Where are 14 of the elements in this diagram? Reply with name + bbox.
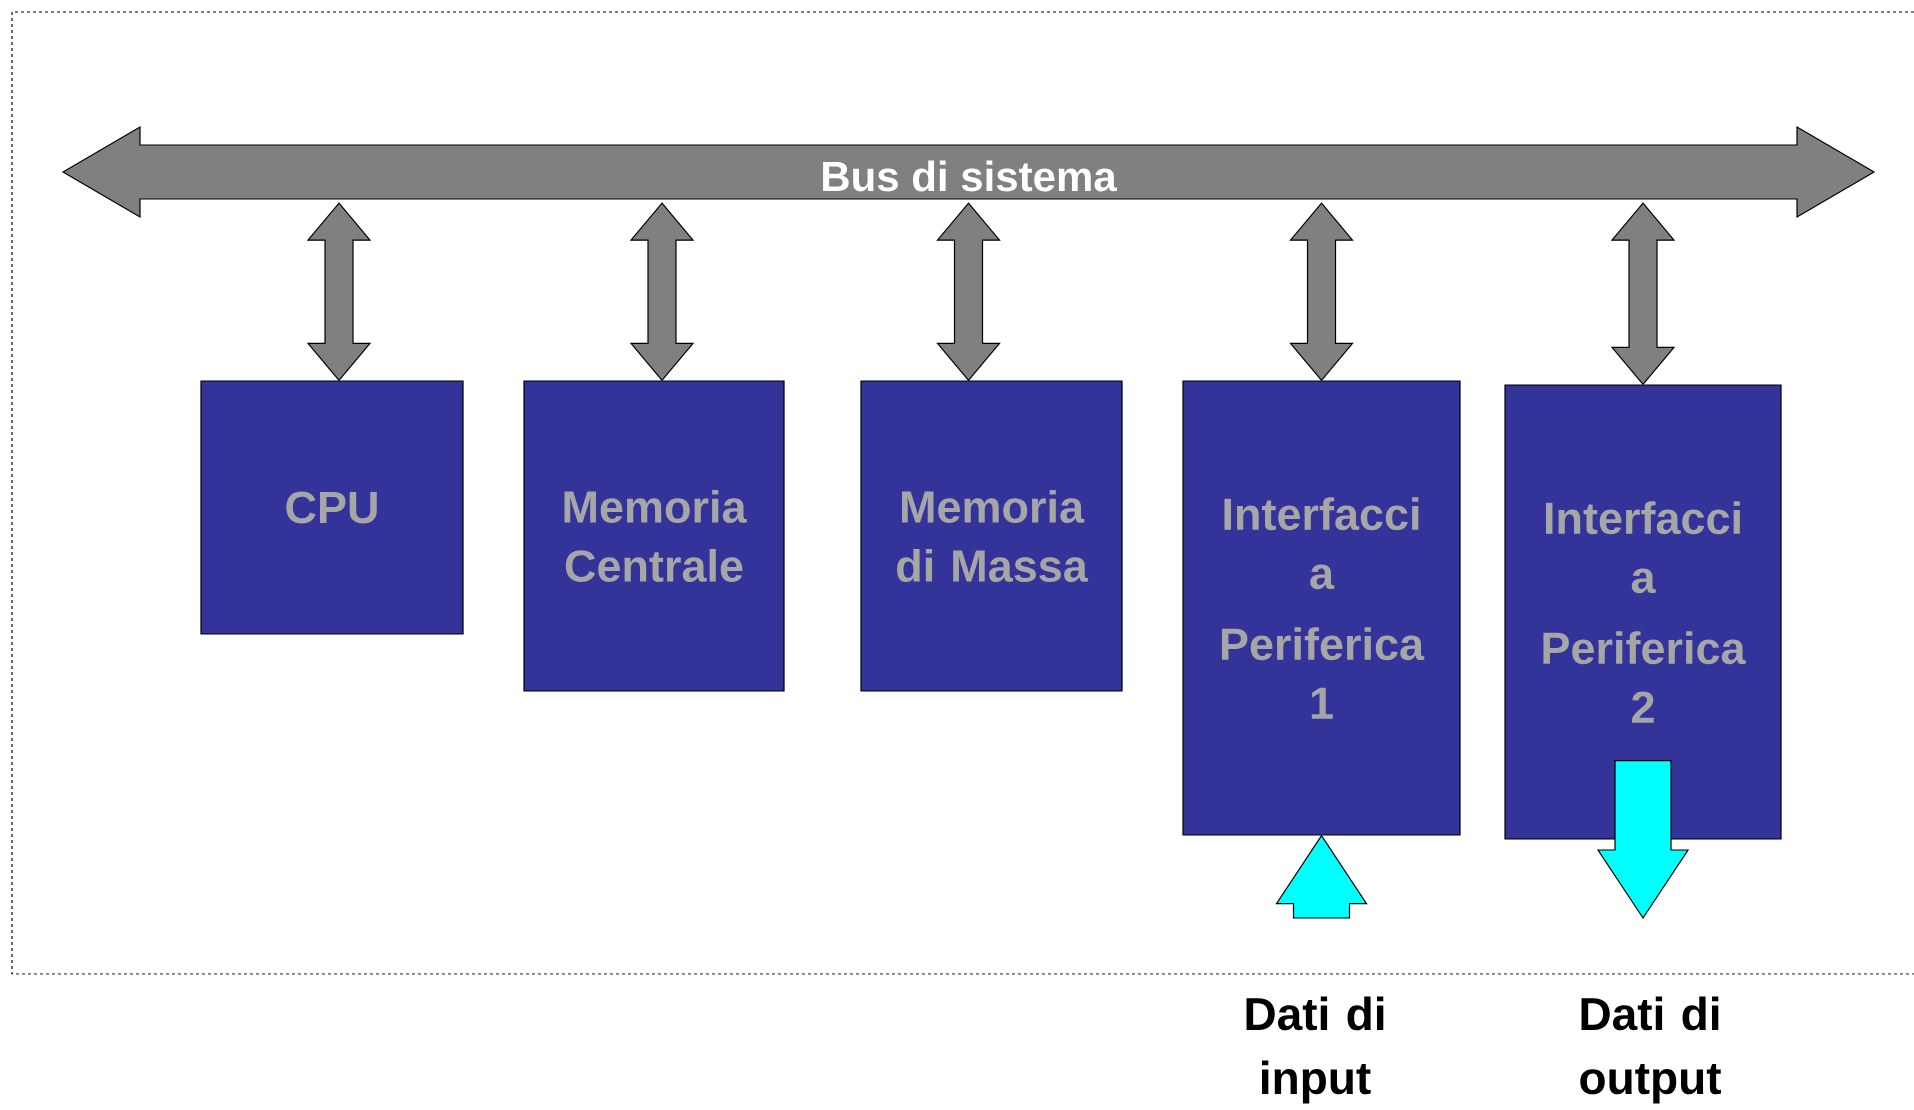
component-box: Memoria Centrale: [523, 380, 785, 692]
data-label: Dati di input: [1246, 996, 1384, 1104]
block-arrow: [1275, 834, 1368, 919]
block-arrow: [936, 202, 1001, 382]
block-arrow: [1289, 202, 1354, 382]
component-box: Interfacci a Periferica 2: [1504, 384, 1782, 840]
data-label: Dati di output: [1580, 996, 1721, 1104]
block-arrow: [1610, 202, 1676, 386]
block-arrow: [629, 202, 695, 382]
component-box: Interfacci a Periferica 1: [1182, 380, 1461, 836]
block-arrow: [1596, 760, 1690, 920]
component-box: Memoria di Massa: [860, 380, 1123, 692]
component-box: CPU: [200, 380, 464, 635]
block-arrow: [306, 202, 372, 382]
